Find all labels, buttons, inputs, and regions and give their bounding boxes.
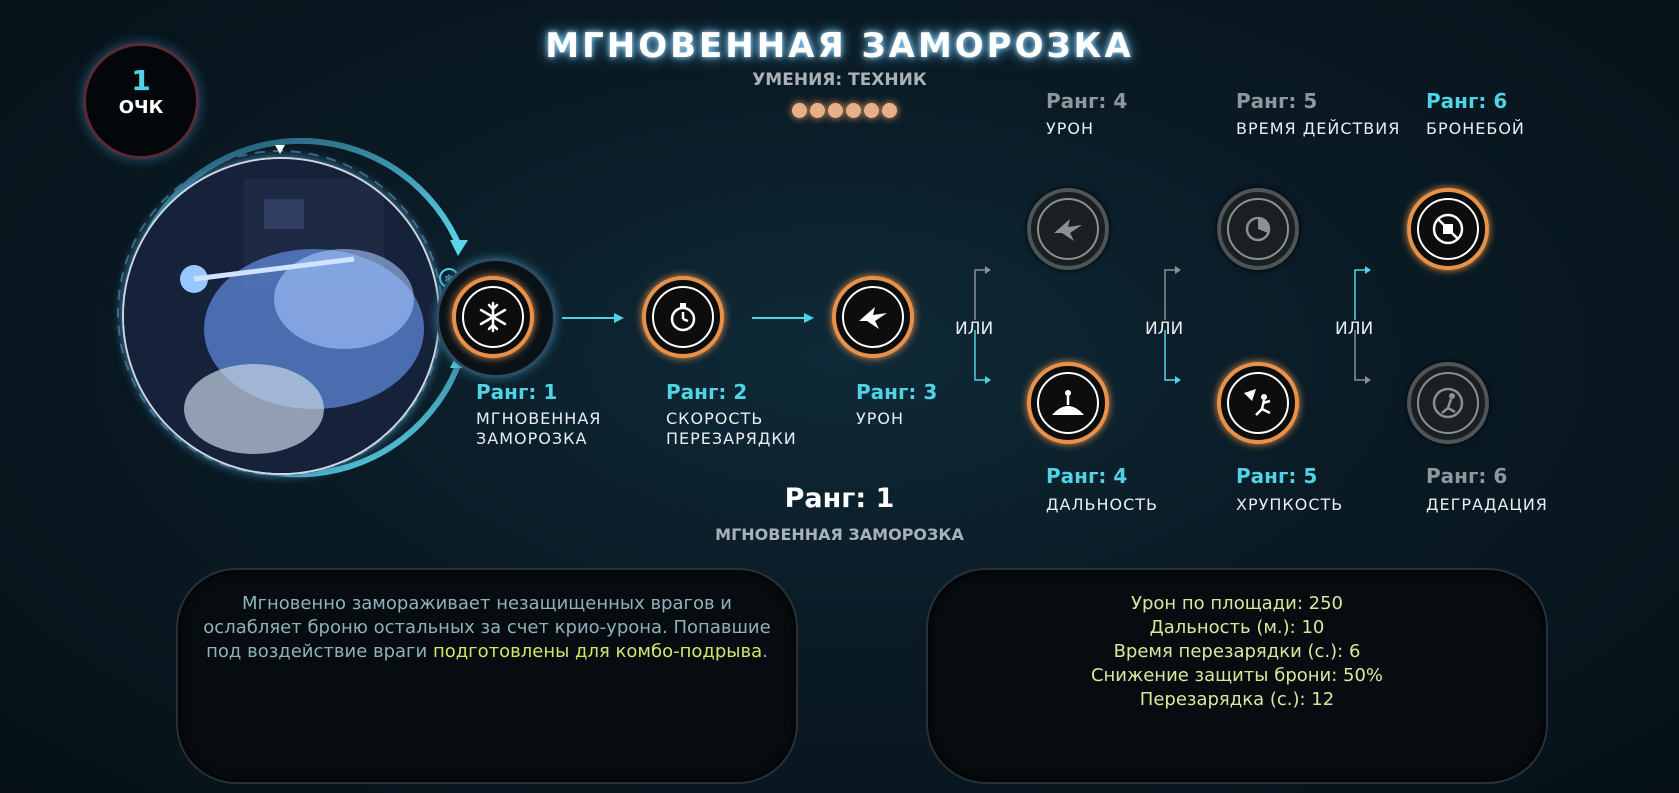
stat-line: Перезарядка (с.): 12 bbox=[1139, 689, 1335, 710]
description-text: Мгновенно замораживает незащищенных враг… bbox=[178, 570, 796, 686]
selected-rank-name: МГНОВЕННАЯ ЗАМОРОЗКА bbox=[715, 525, 964, 544]
rank-1-label-line2: ЗАМОРОЗКА bbox=[476, 429, 588, 448]
timer-icon bbox=[1227, 198, 1289, 260]
rank-3-node[interactable] bbox=[832, 276, 914, 358]
stats-panel: Урон по площади: 250 Дальность (м.): 10 … bbox=[926, 568, 1548, 784]
power-portrait-image bbox=[122, 157, 440, 475]
rank-5b-label: ХРУПКОСТЬ bbox=[1236, 495, 1344, 514]
arrow-rank2-to-rank3 bbox=[752, 313, 814, 323]
rank-2-label-line2: ПЕРЕЗАРЯДКИ bbox=[666, 429, 797, 448]
rank-1-node[interactable] bbox=[452, 276, 534, 358]
branch-connector-rank6 bbox=[1354, 266, 1371, 384]
skill-points-badge: 1 ОЧК bbox=[83, 43, 199, 159]
rank-4b-node[interactable] bbox=[1027, 362, 1109, 444]
stats-list: Урон по площади: 250 Дальность (м.): 10 … bbox=[928, 570, 1546, 734]
rank-5a-node[interactable] bbox=[1217, 188, 1299, 270]
stat-line: Дальность (м.): 10 bbox=[1149, 617, 1325, 638]
rank-2-node[interactable] bbox=[642, 276, 724, 358]
rank-2-label-line1: СКОРОСТЬ bbox=[666, 409, 764, 428]
stat-line: Урон по площади: 250 bbox=[1131, 593, 1343, 614]
rank-6b-label: ДЕГРАДАЦИЯ bbox=[1426, 495, 1548, 514]
power-title: МГНОВЕННАЯ ЗАМОРОЗКА bbox=[545, 26, 1134, 66]
rank-4b-title: Ранг: 4 bbox=[1046, 464, 1128, 488]
rank-pips bbox=[792, 103, 897, 118]
rank-1-label: МГНОВЕННАЯ ЗАМОРОЗКА bbox=[476, 409, 601, 449]
rank-4b-label: ДАЛЬНОСТЬ bbox=[1046, 495, 1158, 514]
description-end: . bbox=[762, 641, 768, 662]
branch-connector-rank4 bbox=[974, 266, 991, 384]
armor-pierce-icon bbox=[1417, 198, 1479, 260]
rank-pip bbox=[828, 103, 843, 118]
stopwatch-icon bbox=[652, 286, 714, 348]
rank-1-title: Ранг: 1 bbox=[476, 380, 558, 404]
range-icon bbox=[1037, 372, 1099, 434]
rank-4a-node[interactable] bbox=[1027, 188, 1109, 270]
description-body: Мгновенно замораживает незащищенных враг… bbox=[203, 593, 771, 662]
rank-2-label: СКОРОСТЬ ПЕРЕЗАРЯДКИ bbox=[666, 409, 797, 449]
power-class-subtitle: УМЕНИЯ: ТЕХНИК bbox=[752, 70, 927, 90]
rank-pip bbox=[882, 103, 897, 118]
stat-line: Время перезарядки (с.): 6 bbox=[1113, 641, 1361, 662]
rank-2-title: Ранг: 2 bbox=[666, 380, 748, 404]
or-label-rank6: ИЛИ bbox=[1335, 319, 1374, 339]
rank-pip bbox=[810, 103, 825, 118]
rank-4a-title: Ранг: 4 bbox=[1046, 89, 1128, 113]
rank-pip bbox=[846, 103, 861, 118]
description-panel: Мгновенно замораживает незащищенных враг… bbox=[176, 568, 798, 784]
degrade-icon bbox=[1417, 372, 1479, 434]
description-highlight: подготовлены для комбо-подрыва bbox=[432, 641, 763, 662]
burst-icon bbox=[842, 286, 904, 348]
rank-5b-title: Ранг: 5 bbox=[1236, 464, 1318, 488]
arrow-rank1-to-rank2 bbox=[562, 313, 624, 323]
rank-1-label-line1: МГНОВЕННАЯ bbox=[476, 409, 602, 428]
snowflake-icon bbox=[462, 286, 524, 348]
rank-6a-label: БРОНЕБОЙ bbox=[1426, 119, 1525, 138]
selected-rank-title: Ранг: 1 bbox=[784, 483, 895, 514]
rank-6b-node[interactable] bbox=[1407, 362, 1489, 444]
rank-6a-title: Ранг: 6 bbox=[1426, 89, 1508, 113]
rank-6b-title: Ранг: 6 bbox=[1426, 464, 1508, 488]
burst-icon bbox=[1037, 198, 1099, 260]
rank-pip bbox=[792, 103, 807, 118]
rank-pip bbox=[864, 103, 879, 118]
or-label-rank4: ИЛИ bbox=[955, 319, 994, 339]
rank-5b-node[interactable] bbox=[1217, 362, 1299, 444]
rank-3-title: Ранг: 3 bbox=[856, 380, 938, 404]
skill-points-value: 1 bbox=[131, 64, 151, 97]
rank-4a-label: УРОН bbox=[1046, 119, 1095, 138]
rank-5a-label: ВРЕМЯ ДЕЙСТВИЯ bbox=[1236, 119, 1401, 138]
branch-connector-rank5 bbox=[1164, 266, 1181, 384]
shatter-icon bbox=[1227, 372, 1289, 434]
or-label-rank5: ИЛИ bbox=[1145, 319, 1184, 339]
rank-3-label: УРОН bbox=[856, 409, 905, 428]
rank-5a-title: Ранг: 5 bbox=[1236, 89, 1318, 113]
rank-6a-node[interactable] bbox=[1407, 188, 1489, 270]
stat-line: Снижение защиты брони: 50% bbox=[1090, 665, 1384, 686]
skill-points-label: ОЧК bbox=[118, 97, 164, 118]
